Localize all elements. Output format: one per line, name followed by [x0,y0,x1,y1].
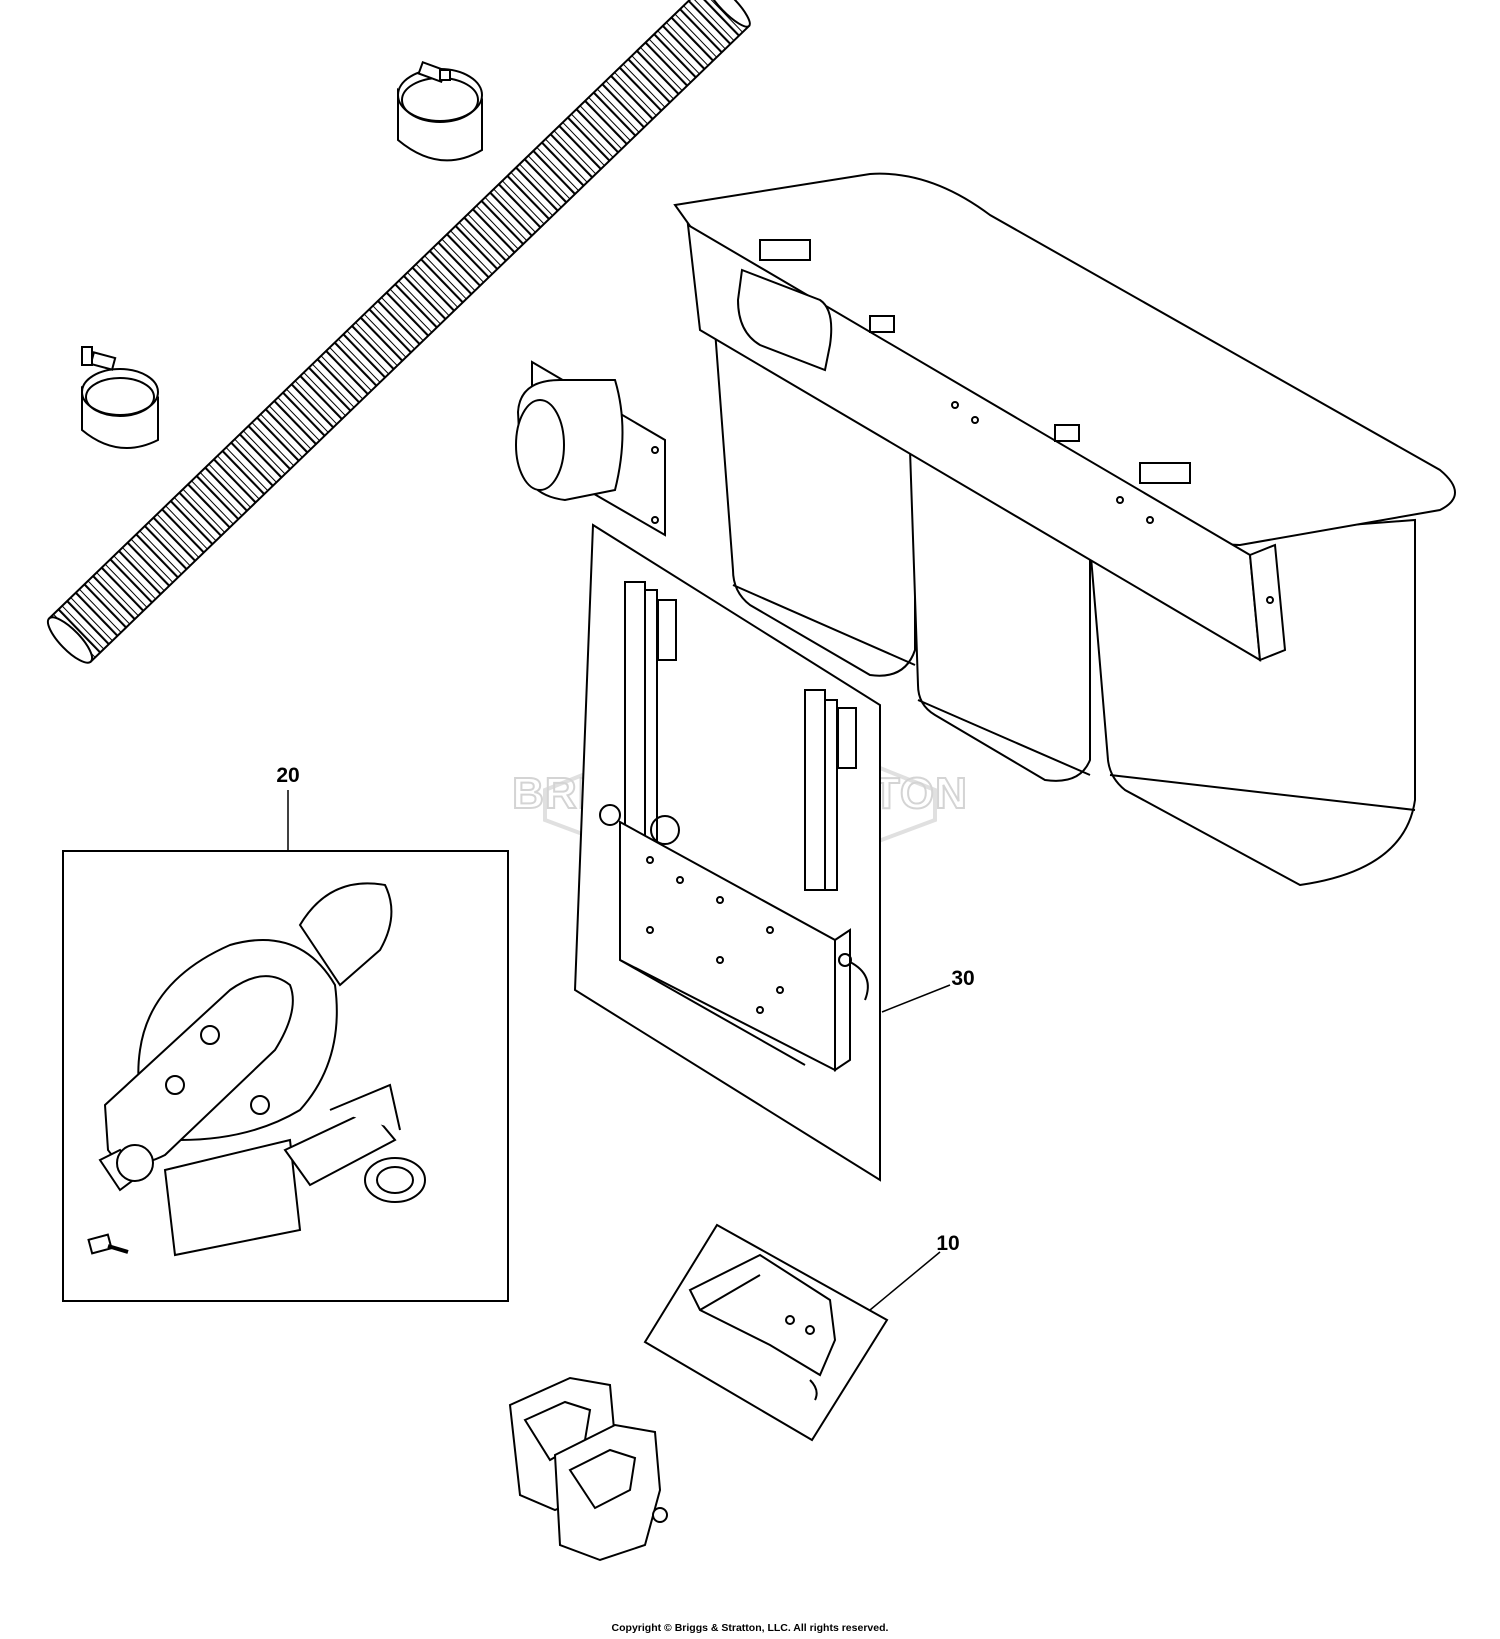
triple-bagger [673,172,1456,887]
hose-clamp-left [81,346,159,449]
blower-assembly-box [62,850,509,1302]
callout-30: 30 [951,967,974,990]
callout-10: 10 [936,1232,959,1255]
copyright-footer: Copyright © Briggs & Stratton, LLC. All … [611,1622,889,1634]
callout-20: 20 [276,764,299,787]
hose-clamp-top [397,60,483,162]
weight-blocks [508,1376,668,1562]
leader-lines [287,790,951,1311]
duct-adapter [515,360,666,537]
hitch-bracket-box [643,1223,889,1442]
hose [46,0,751,664]
mount-kit-panel [573,523,881,1182]
